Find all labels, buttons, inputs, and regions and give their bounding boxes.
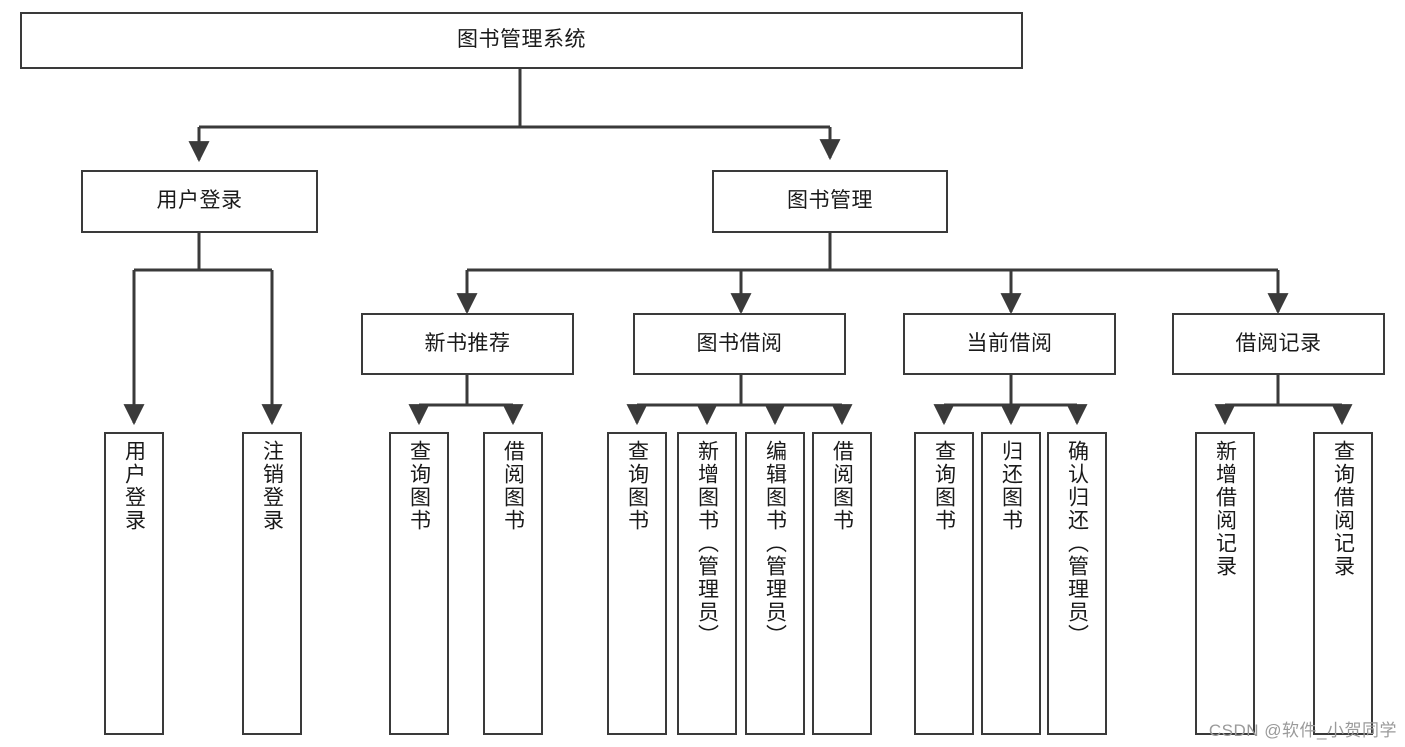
node-leaf-query-book-recommend[interactable]: 查询图书 [389, 432, 449, 735]
node-label: 注销登录 [260, 440, 284, 532]
node-label: 确认归还（管理员） [1065, 440, 1089, 647]
node-label: 查询图书 [932, 440, 956, 532]
node-label: 新增图书（管理员） [695, 440, 719, 647]
node-label: 图书借阅 [696, 331, 783, 355]
node-label: 图书管理 [787, 189, 873, 213]
node-leaf-user-login[interactable]: 用户登录 [104, 432, 164, 735]
node-leaf-borrow-book-recommend[interactable]: 借阅图书 [483, 432, 543, 735]
node-leaf-borrow-book-borrow[interactable]: 借阅图书 [812, 432, 872, 735]
node-label: 借阅图书 [501, 440, 525, 532]
node-label: 借阅记录 [1235, 331, 1322, 355]
node-book-management-system[interactable]: 图书管理系统 [20, 12, 1023, 69]
node-book-borrow[interactable]: 图书借阅 [633, 313, 846, 375]
node-book-management[interactable]: 图书管理 [712, 170, 948, 233]
node-leaf-edit-book-admin[interactable]: 编辑图书（管理员） [745, 432, 805, 735]
node-user-login[interactable]: 用户登录 [81, 170, 318, 233]
node-leaf-add-borrow-record[interactable]: 新增借阅记录 [1195, 432, 1255, 735]
node-leaf-logout-login[interactable]: 注销登录 [242, 432, 302, 735]
node-leaf-confirm-return-admin[interactable]: 确认归还（管理员） [1047, 432, 1107, 735]
node-leaf-return-book[interactable]: 归还图书 [981, 432, 1041, 735]
node-leaf-query-borrow-record[interactable]: 查询借阅记录 [1313, 432, 1373, 735]
node-label: 借阅图书 [830, 440, 854, 532]
node-leaf-query-book-current[interactable]: 查询图书 [914, 432, 974, 735]
node-label: 新增借阅记录 [1213, 440, 1237, 578]
node-label: 当前借阅 [966, 331, 1053, 355]
node-new-book-recommend[interactable]: 新书推荐 [361, 313, 574, 375]
node-label: 查询借阅记录 [1331, 440, 1355, 578]
node-label: 编辑图书（管理员） [763, 440, 787, 647]
node-leaf-add-book-admin[interactable]: 新增图书（管理员） [677, 432, 737, 735]
node-leaf-query-book-borrow[interactable]: 查询图书 [607, 432, 667, 735]
node-label: 用户登录 [156, 189, 243, 213]
node-label: 查询图书 [625, 440, 649, 532]
node-label: 新书推荐 [424, 331, 511, 355]
node-label: 用户登录 [122, 440, 146, 532]
node-borrow-record[interactable]: 借阅记录 [1172, 313, 1385, 375]
node-label: 图书管理系统 [457, 28, 586, 52]
node-label: 归还图书 [999, 440, 1023, 532]
node-label: 查询图书 [407, 440, 431, 532]
node-current-borrow[interactable]: 当前借阅 [903, 313, 1116, 375]
